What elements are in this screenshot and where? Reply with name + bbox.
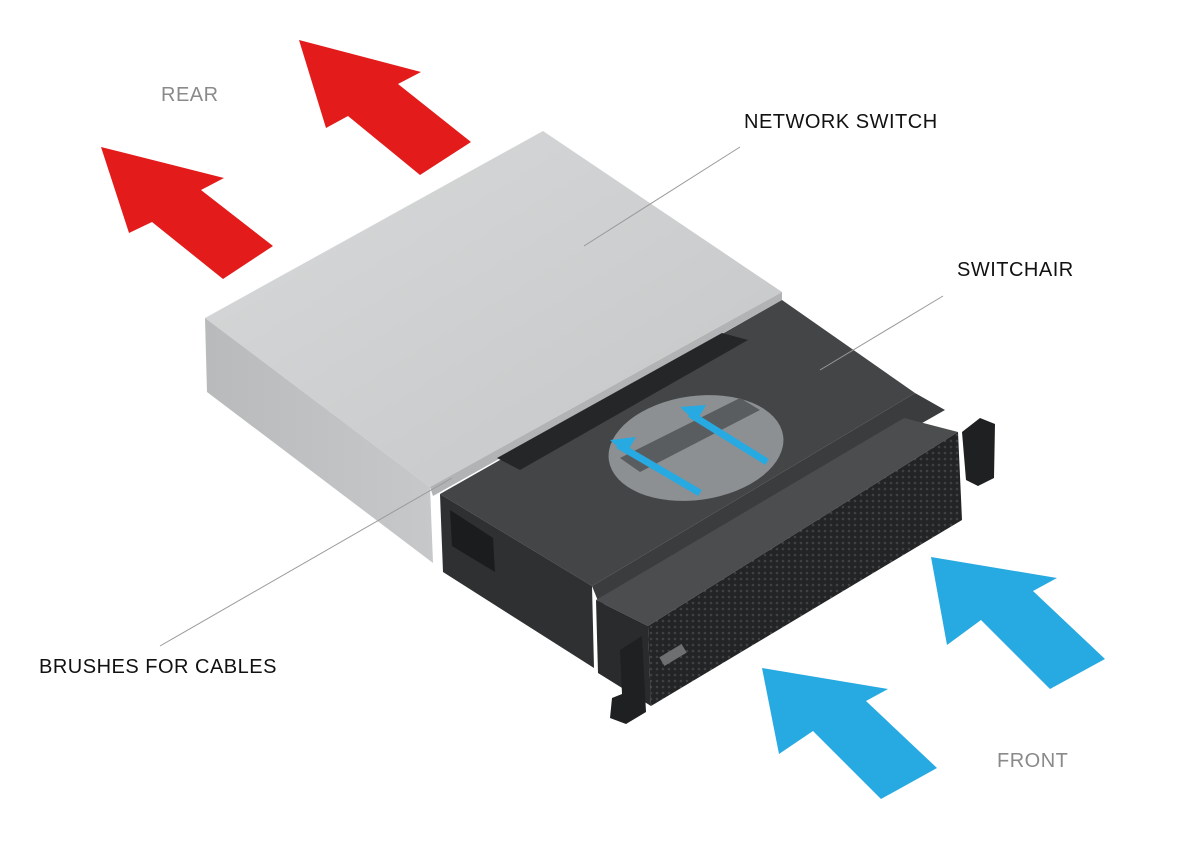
airflow-arrowhead-icon xyxy=(680,405,706,422)
cutaway-rail xyxy=(620,398,760,472)
network-switch-leader xyxy=(583,146,741,247)
network-switch-unit xyxy=(205,131,782,563)
exhaust-arrow-icon xyxy=(101,147,273,279)
switch-top-edge xyxy=(430,292,782,496)
switch-top-face xyxy=(205,131,782,487)
rear-label: REAR xyxy=(161,84,219,106)
brushes-label: BRUSHES FOR CABLES xyxy=(39,656,277,678)
switchair-grille xyxy=(648,432,962,706)
exhaust-arrow-icon xyxy=(299,40,471,175)
leader-lines xyxy=(159,146,944,647)
airflow-arrowhead-icon xyxy=(610,437,636,454)
brushes-leader xyxy=(159,477,453,647)
switchair-unit xyxy=(440,300,995,724)
switchair-leader xyxy=(819,295,944,371)
switch-left-face xyxy=(205,318,433,563)
rack-ear-left xyxy=(610,636,646,724)
intake-arrow-icon xyxy=(762,668,937,799)
intake-arrows xyxy=(762,557,1105,799)
switchair-front-panel xyxy=(596,418,958,626)
cable-brushes xyxy=(450,510,495,572)
exhaust-arrows xyxy=(101,40,471,279)
airflow-arrow-icon xyxy=(688,411,769,465)
airflow-arrow-icon xyxy=(616,441,702,497)
network-switch-label: NETWORK SWITCH xyxy=(744,111,938,133)
front-label: FRONT xyxy=(997,750,1069,772)
rack-ear-right xyxy=(962,418,995,486)
top-cutaway xyxy=(608,395,784,501)
switchair-label: SWITCHAIR xyxy=(957,259,1074,281)
intake-arrow-icon xyxy=(931,557,1105,689)
vertiv-badge xyxy=(659,644,687,666)
mounting-rail xyxy=(497,333,748,470)
internal-airflow xyxy=(610,405,769,497)
